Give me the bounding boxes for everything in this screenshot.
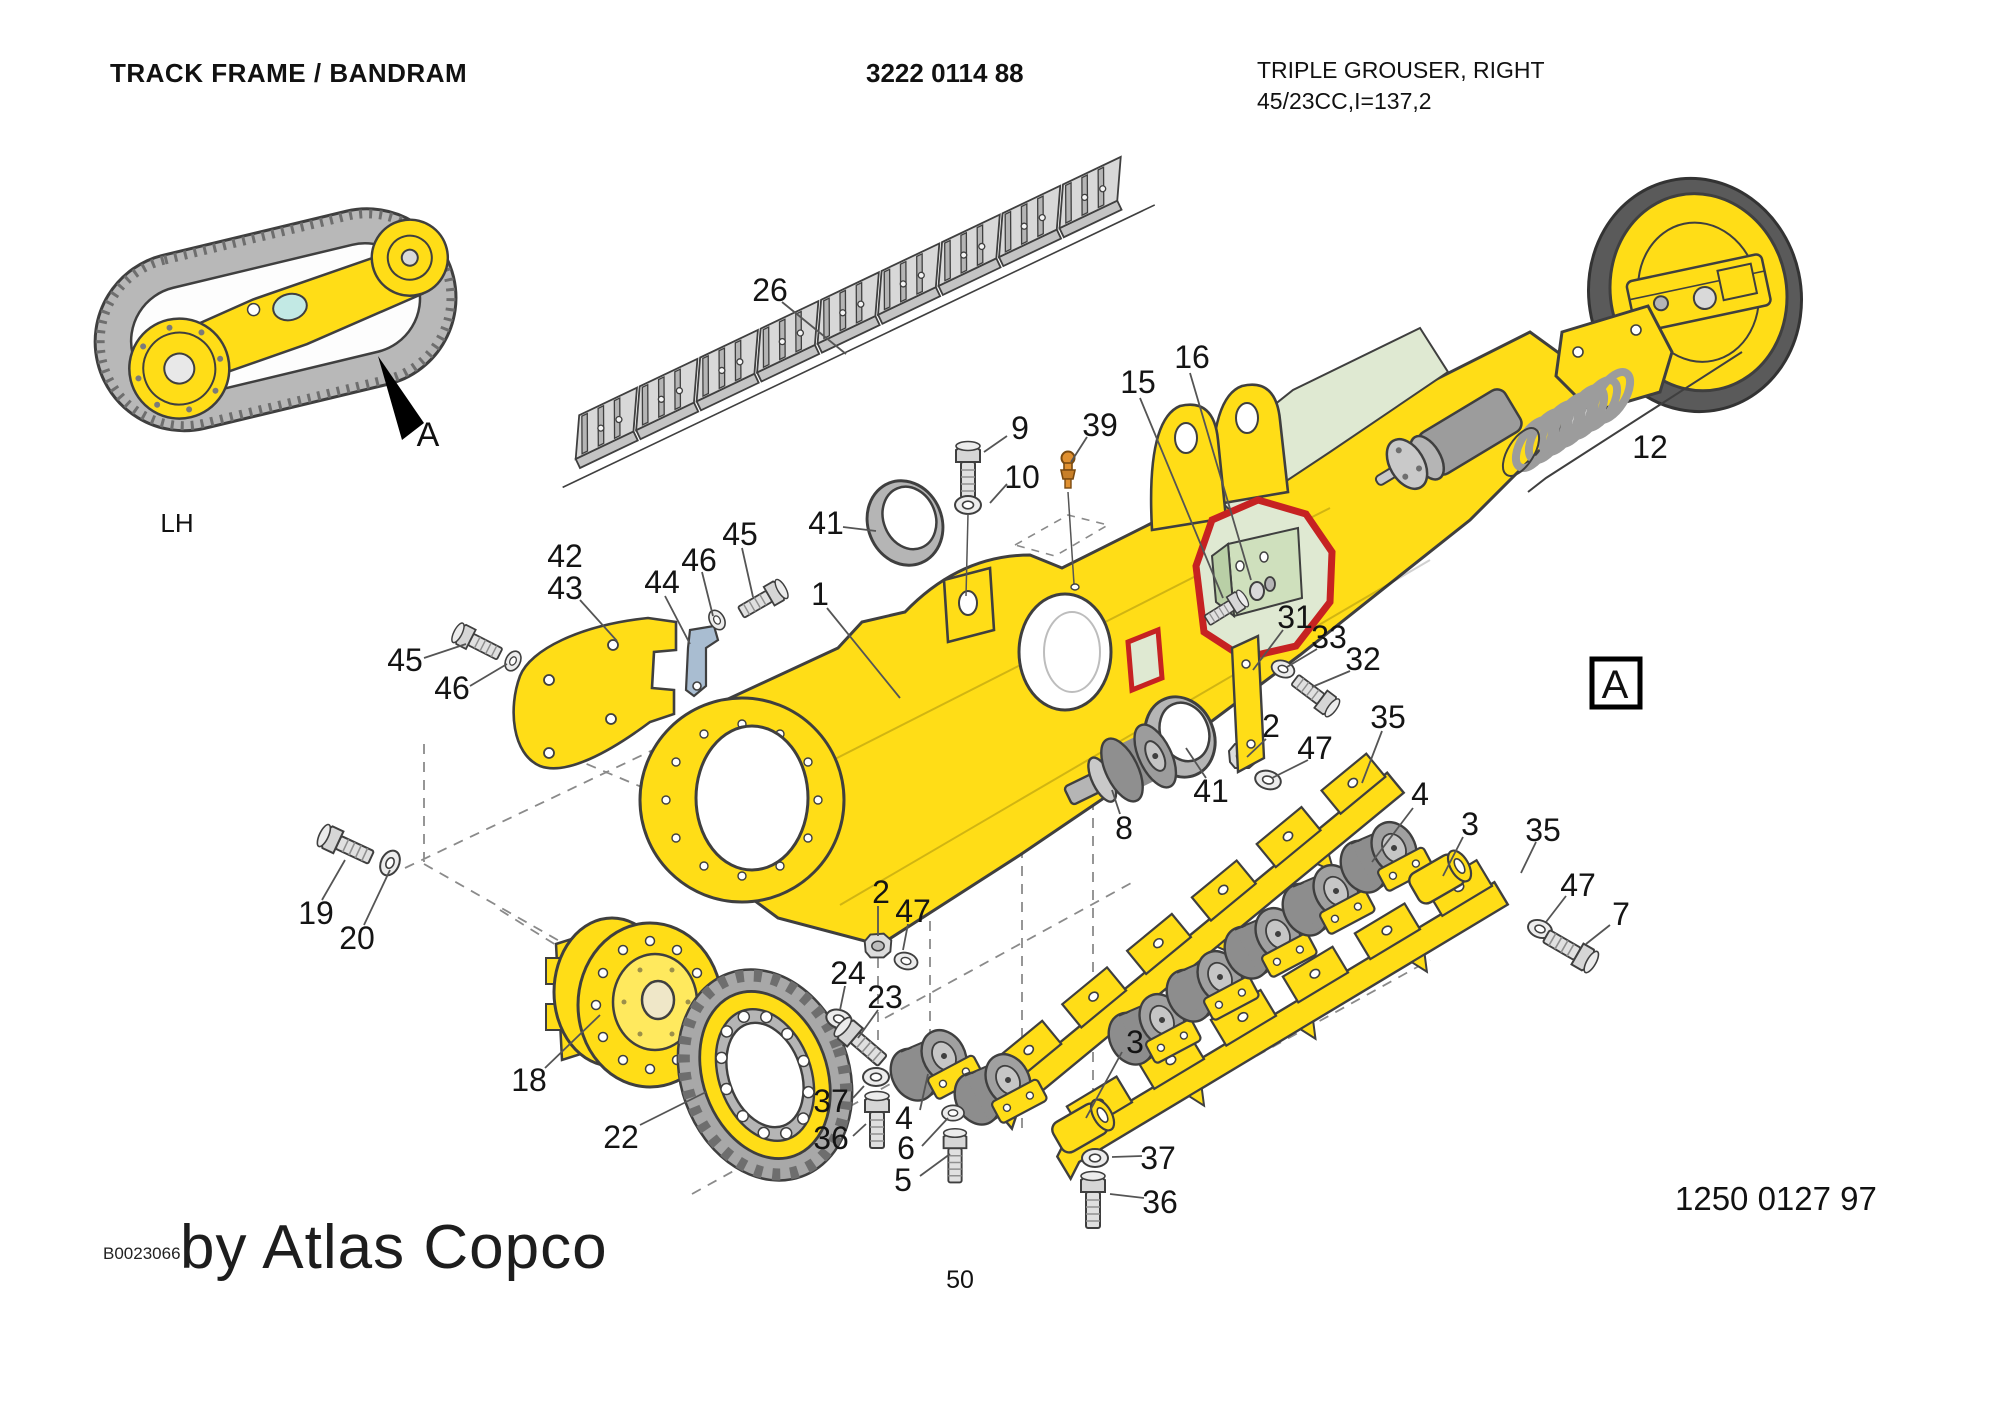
grease-fitting-39 <box>1060 450 1076 489</box>
callout-36b: 36 <box>1142 1184 1178 1220</box>
view-label-lh: LH <box>160 508 193 538</box>
callout-41a: 41 <box>808 505 844 541</box>
callout-45b: 45 <box>387 642 423 678</box>
part-number: 3222 0114 88 <box>866 58 1024 88</box>
callout-26: 26 <box>752 272 788 308</box>
callout-15: 15 <box>1120 364 1156 400</box>
callout-2a: 2 <box>1262 708 1280 744</box>
callout-36a: 36 <box>813 1120 849 1156</box>
grouser-strip <box>558 155 1156 489</box>
part-description: TRIPLE GROUSER, RIGHT 45/23CC,I=137,2 <box>1257 55 1545 117</box>
callout-4a: 4 <box>1411 776 1429 812</box>
callout-3b: 3 <box>1126 1024 1144 1060</box>
callout-20: 20 <box>339 920 375 956</box>
callout-46a: 46 <box>681 542 717 578</box>
callout-33: 33 <box>1311 619 1347 655</box>
image-code: B0023066 <box>103 1244 181 1263</box>
callout-12: 12 <box>1632 429 1668 465</box>
fasteners <box>313 440 1603 1229</box>
callout-32: 32 <box>1345 641 1381 677</box>
sprocket <box>676 968 854 1182</box>
track-assembly-thumbnail: A LH <box>93 207 458 538</box>
callout-5: 5 <box>894 1162 912 1198</box>
callout-47b: 47 <box>895 893 931 929</box>
callout-45a: 45 <box>722 516 758 552</box>
callout-39: 39 <box>1082 407 1118 443</box>
callout-18: 18 <box>511 1062 547 1098</box>
callout-6: 6 <box>897 1130 915 1166</box>
callout-2b: 2 <box>872 874 890 910</box>
detail-arrow <box>378 356 424 440</box>
detail-box: A <box>1589 656 1643 710</box>
callout-23: 23 <box>867 979 903 1015</box>
recoil-spring <box>1501 368 1635 477</box>
callout-41b: 41 <box>1193 773 1229 809</box>
bushing-41-upper <box>865 479 945 567</box>
page-title: TRACK FRAME / BANDRAM <box>110 58 468 88</box>
callout-37a: 37 <box>813 1083 849 1119</box>
callout-35b: 35 <box>1525 812 1561 848</box>
callout-35a: 35 <box>1370 699 1406 735</box>
callout-22: 22 <box>603 1119 639 1155</box>
main-frame-beam <box>638 326 1587 947</box>
callout-47a: 47 <box>1297 730 1333 766</box>
callout-7: 7 <box>1612 896 1630 932</box>
document-number: 1250 0127 97 <box>1675 1180 1877 1217</box>
callout-44: 44 <box>644 564 680 600</box>
callout-3a: 3 <box>1461 806 1479 842</box>
callout-42: 42 <box>547 538 583 574</box>
callout-43: 43 <box>547 570 583 606</box>
callout-1: 1 <box>811 576 829 612</box>
leader-lines <box>321 301 1611 1199</box>
callout-16: 16 <box>1174 339 1210 375</box>
highlight-octagon <box>1192 496 1336 662</box>
carrier-roller-8 <box>1063 723 1178 806</box>
shim-strap-44 <box>684 624 720 698</box>
highlight-small-panel <box>1125 626 1165 694</box>
callout-37b: 37 <box>1140 1140 1176 1176</box>
callout-31: 31 <box>1277 599 1313 635</box>
end-guard-plate <box>512 616 720 770</box>
callout-46b: 46 <box>434 670 470 706</box>
retainer-plate-31 <box>1230 634 1266 774</box>
idler-recoil-assembly <box>1374 176 1803 493</box>
callout-47c: 47 <box>1560 867 1596 903</box>
brand-text: by Atlas Copco <box>180 1213 608 1282</box>
callout-24: 24 <box>830 955 866 991</box>
callout-9: 9 <box>1011 410 1029 446</box>
callout-19: 19 <box>298 895 334 931</box>
callout-4b: 4 <box>895 1100 913 1136</box>
description-line-2: 45/23CC,I=137,2 <box>1257 88 1432 114</box>
callout-8: 8 <box>1115 810 1133 846</box>
callout-10: 10 <box>1004 459 1040 495</box>
detail-marker-a: A <box>417 416 440 454</box>
page-number: 50 <box>946 1266 974 1294</box>
bracket-line-12 <box>1527 351 1743 493</box>
description-line-1: TRIPLE GROUSER, RIGHT <box>1257 57 1545 83</box>
detail-box-label: A <box>1602 663 1629 707</box>
